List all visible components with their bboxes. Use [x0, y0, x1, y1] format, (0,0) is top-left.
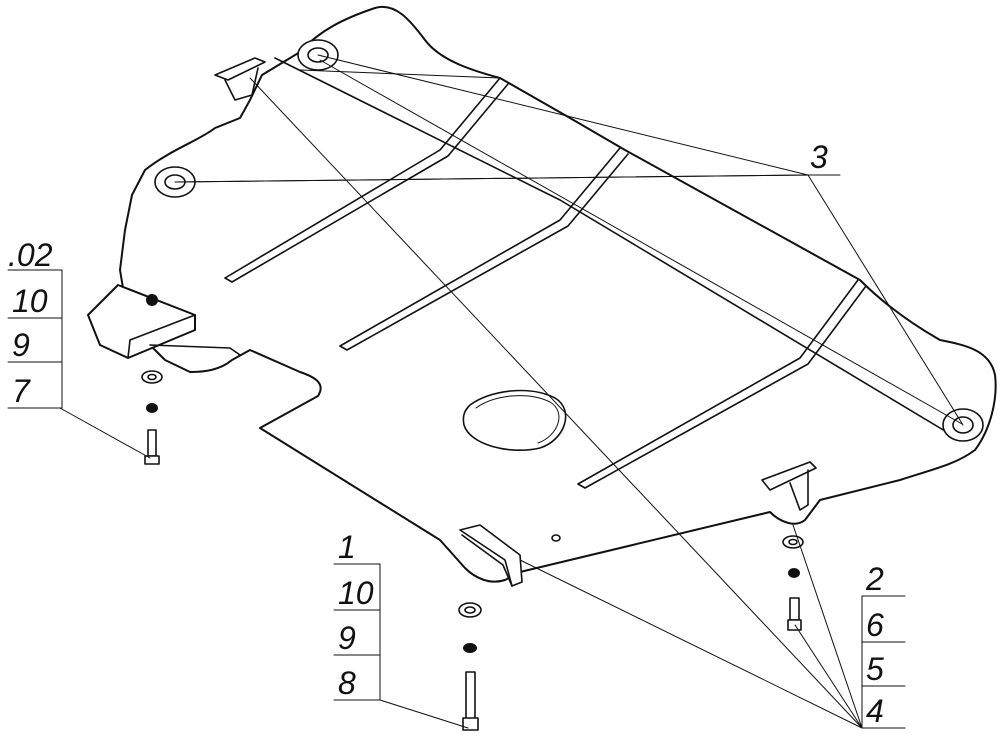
left-callout-3: 7 — [12, 373, 31, 409]
left-fastener-stack — [141, 294, 163, 465]
rib-3 — [577, 279, 867, 489]
right-fastener-stack — [782, 535, 804, 631]
left-callout-1: 10 — [12, 283, 48, 319]
right-callout-0: 2 — [865, 561, 884, 597]
skid-plate-outline — [119, 5, 997, 583]
center-callout-1: 10 — [338, 575, 374, 611]
right-callout-stack: 2 6 5 4 — [861, 561, 906, 729]
center-callout-0: 1 — [338, 529, 356, 565]
leader-4 — [249, 77, 863, 729]
right-clip — [761, 461, 817, 511]
right-callout-3: 4 — [866, 693, 884, 729]
rib-1 — [224, 77, 509, 283]
right-callout-1: 6 — [866, 607, 884, 643]
right-callout-2: 5 — [866, 651, 884, 687]
front-clip — [459, 524, 523, 587]
top-clip — [214, 57, 266, 101]
left-callout-2: 9 — [12, 327, 30, 363]
leader-7 — [59, 407, 151, 459]
drain-opening — [462, 389, 567, 452]
left-callout-0: .02 — [8, 237, 53, 273]
center-fastener-stack — [458, 602, 482, 731]
left-bracket-flap — [87, 284, 196, 359]
center-callout-3: 8 — [338, 665, 356, 701]
small-hole — [551, 534, 561, 542]
callout-3: 3 — [810, 139, 828, 175]
center-callout-stack: 1 10 9 8 — [333, 529, 381, 701]
left-callout-stack: .02 10 9 7 — [7, 237, 63, 409]
rib-2 — [339, 147, 629, 351]
center-callout-2: 9 — [338, 620, 356, 656]
top-fold-line — [274, 57, 961, 441]
leader-8 — [379, 699, 469, 729]
